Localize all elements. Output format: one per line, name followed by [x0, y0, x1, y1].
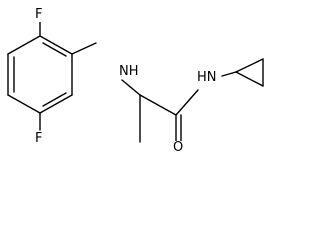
cyclopropyl-bond — [235, 58, 264, 73]
n-ch-bond — [121, 79, 141, 96]
amine-label-left: NH — [118, 64, 140, 79]
ring-double-bond — [42, 42, 67, 57]
carbonyl-n-bond — [175, 89, 199, 116]
ring-double-bond — [42, 92, 67, 107]
cyclopropyl-bond — [235, 71, 264, 87]
amide-nh-label: HN — [196, 70, 218, 85]
fluorine-label-bottom: F — [34, 131, 44, 146]
oxygen-label: O — [172, 140, 185, 155]
ring-bond — [39, 35, 73, 55]
fluorine-label-top: F — [34, 7, 44, 22]
structure-diagram: F NH HN F O — [7, 7, 264, 155]
ring-bond — [7, 94, 41, 114]
n-cyclopropyl-bond — [221, 71, 237, 77]
bond-drawing — [7, 21, 264, 143]
ch-carbonyl-bond — [139, 94, 177, 116]
ring-bond — [7, 35, 41, 55]
ring-bond — [39, 94, 73, 114]
c-n-bond-left — [71, 42, 97, 55]
